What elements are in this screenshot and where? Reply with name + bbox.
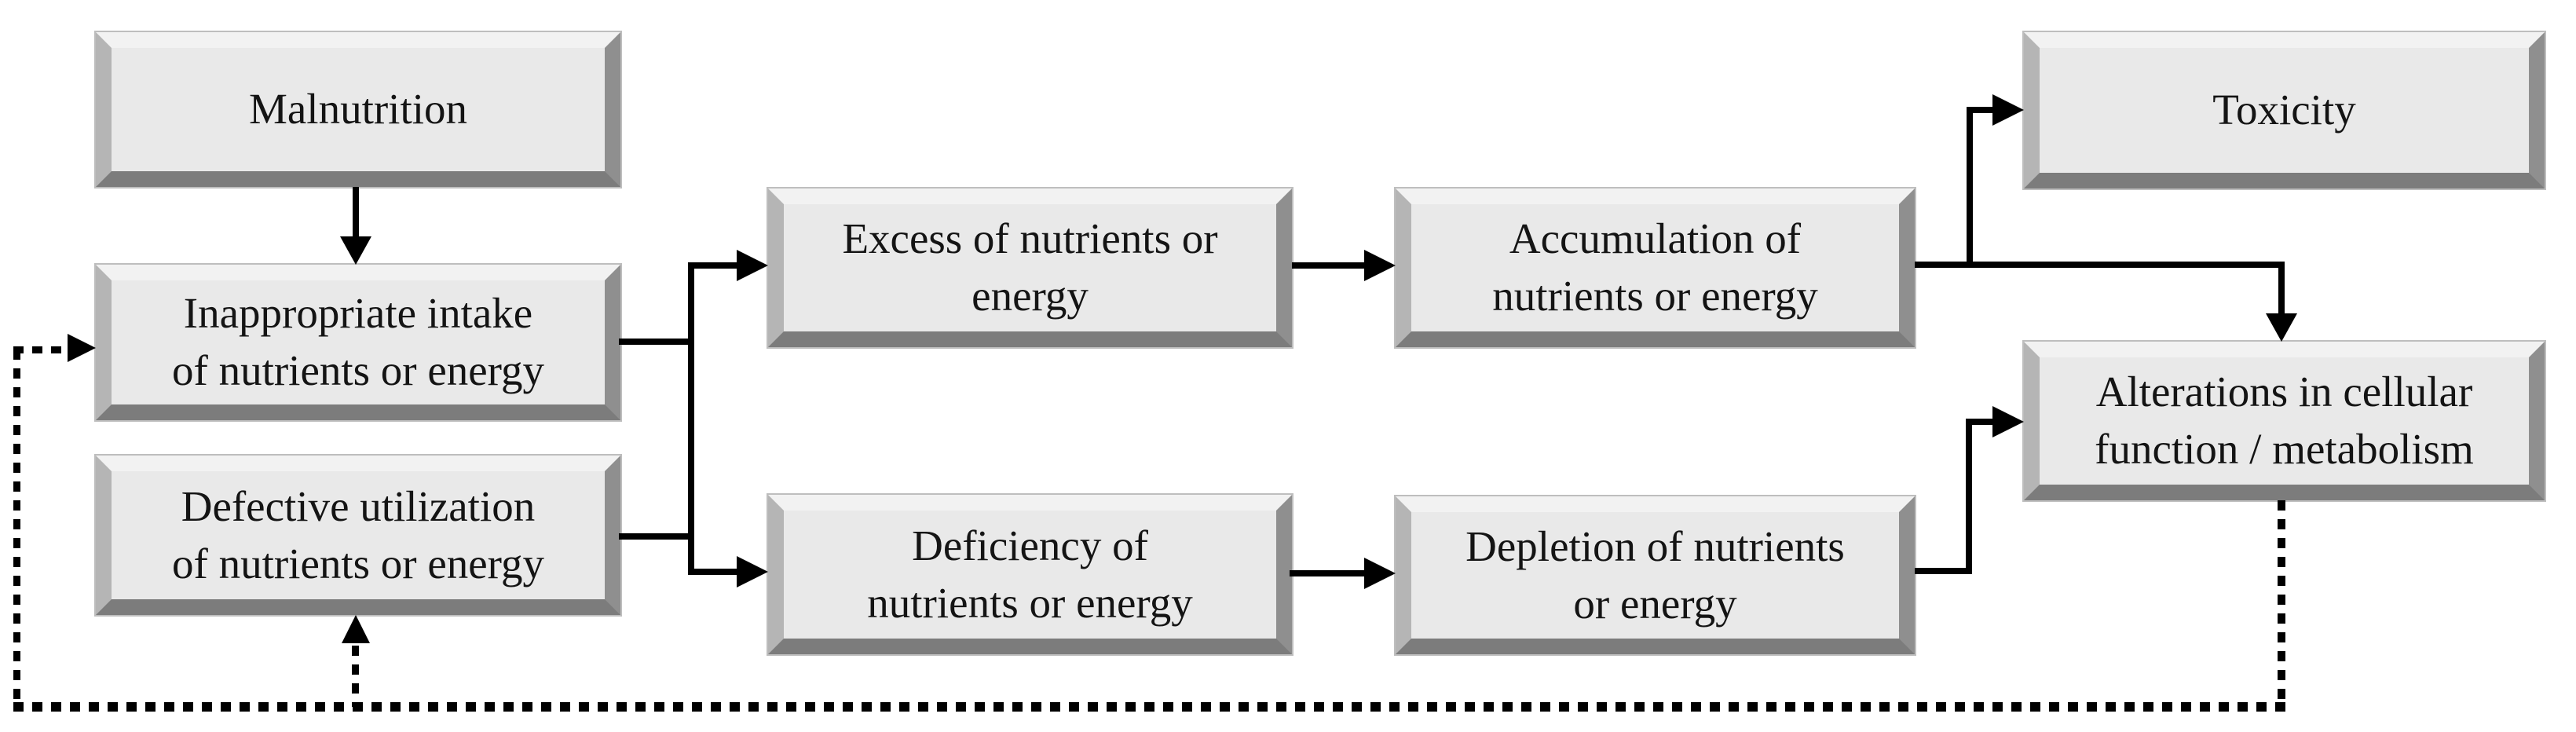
arrowhead-right-icon (1364, 558, 1396, 589)
node-label: of nutrients or energy (172, 346, 544, 394)
edge-junction-to-deficiency (688, 569, 738, 575)
feedback-into-inappropriate (13, 346, 69, 353)
edge-depletion-out (1915, 568, 1972, 574)
arrowhead-down-icon (2266, 313, 2297, 342)
edge-malnutrition-to-inappropriate (353, 187, 359, 238)
arrowhead-right-icon (1364, 250, 1396, 281)
node-label: Toxicity (2212, 86, 2356, 134)
node-label: Deficiency of (912, 521, 1148, 569)
node-alterations: Alterations in cellular function / metab… (2024, 342, 2545, 500)
node-toxicity: Toxicity (2024, 32, 2545, 188)
feedback-bottom-line (13, 702, 2285, 712)
node-defective-utilization: Defective utilization of nutrients or en… (96, 456, 620, 615)
arrowhead-right-icon (1992, 94, 2024, 126)
edge-accumulation-main (1915, 262, 2285, 268)
edge-into-toxicity (1967, 107, 1994, 113)
node-label: of nutrients or energy (172, 539, 544, 587)
node-label: Defective utilization (181, 481, 536, 530)
node-label: Inappropriate intake (183, 289, 533, 338)
feedback-alterations-down (2278, 500, 2285, 707)
edge-junction-to-excess (688, 262, 738, 269)
node-malnutrition: Malnutrition (96, 32, 620, 187)
node-label: function / metabolism (2095, 425, 2474, 473)
node-label: Accumulation of (1509, 214, 1802, 263)
edge-inappropriate-to-junction (619, 339, 694, 345)
node-label: nutrients or energy (867, 578, 1193, 627)
edge-branch-down-alterations (2278, 262, 2285, 315)
arrowhead-up-icon (342, 615, 370, 643)
feedback-left-up (13, 350, 20, 707)
arrowhead-right-icon (1992, 406, 2024, 437)
node-deficiency: Deficiency of nutrients or energy (768, 495, 1292, 654)
edge-into-alterations (1966, 419, 1994, 425)
node-label: Excess of nutrients or (842, 214, 1218, 263)
node-excess: Excess of nutrients or energy (768, 188, 1292, 347)
feedback-into-defective (352, 646, 359, 707)
node-label: energy (971, 272, 1089, 320)
arrowhead-right-icon (737, 250, 768, 281)
node-label: Depletion of nutrients (1465, 522, 1845, 570)
edge-excess-to-accumulation (1292, 262, 1366, 269)
arrowhead-right-icon (68, 334, 96, 362)
edge-defective-to-junction (619, 533, 694, 540)
edge-branch-up-toxicity (1967, 107, 1973, 268)
node-accumulation: Accumulation of nutrients or energy (1396, 188, 1915, 347)
node-label: or energy (1573, 579, 1737, 628)
arrowhead-right-icon (737, 556, 768, 587)
edge-depletion-up (1966, 419, 1972, 574)
node-label: nutrients or energy (1492, 272, 1818, 320)
node-depletion: Depletion of nutrients or energy (1396, 496, 1915, 654)
node-inappropriate-intake: Inappropriate intake of nutrients or ene… (96, 265, 620, 420)
arrowhead-down-icon (340, 236, 371, 265)
edge-junction-vertical (688, 262, 694, 575)
edge-deficiency-to-depletion (1290, 570, 1366, 576)
node-label: Alterations in cellular (2095, 368, 2473, 416)
node-label: Malnutrition (248, 85, 468, 134)
